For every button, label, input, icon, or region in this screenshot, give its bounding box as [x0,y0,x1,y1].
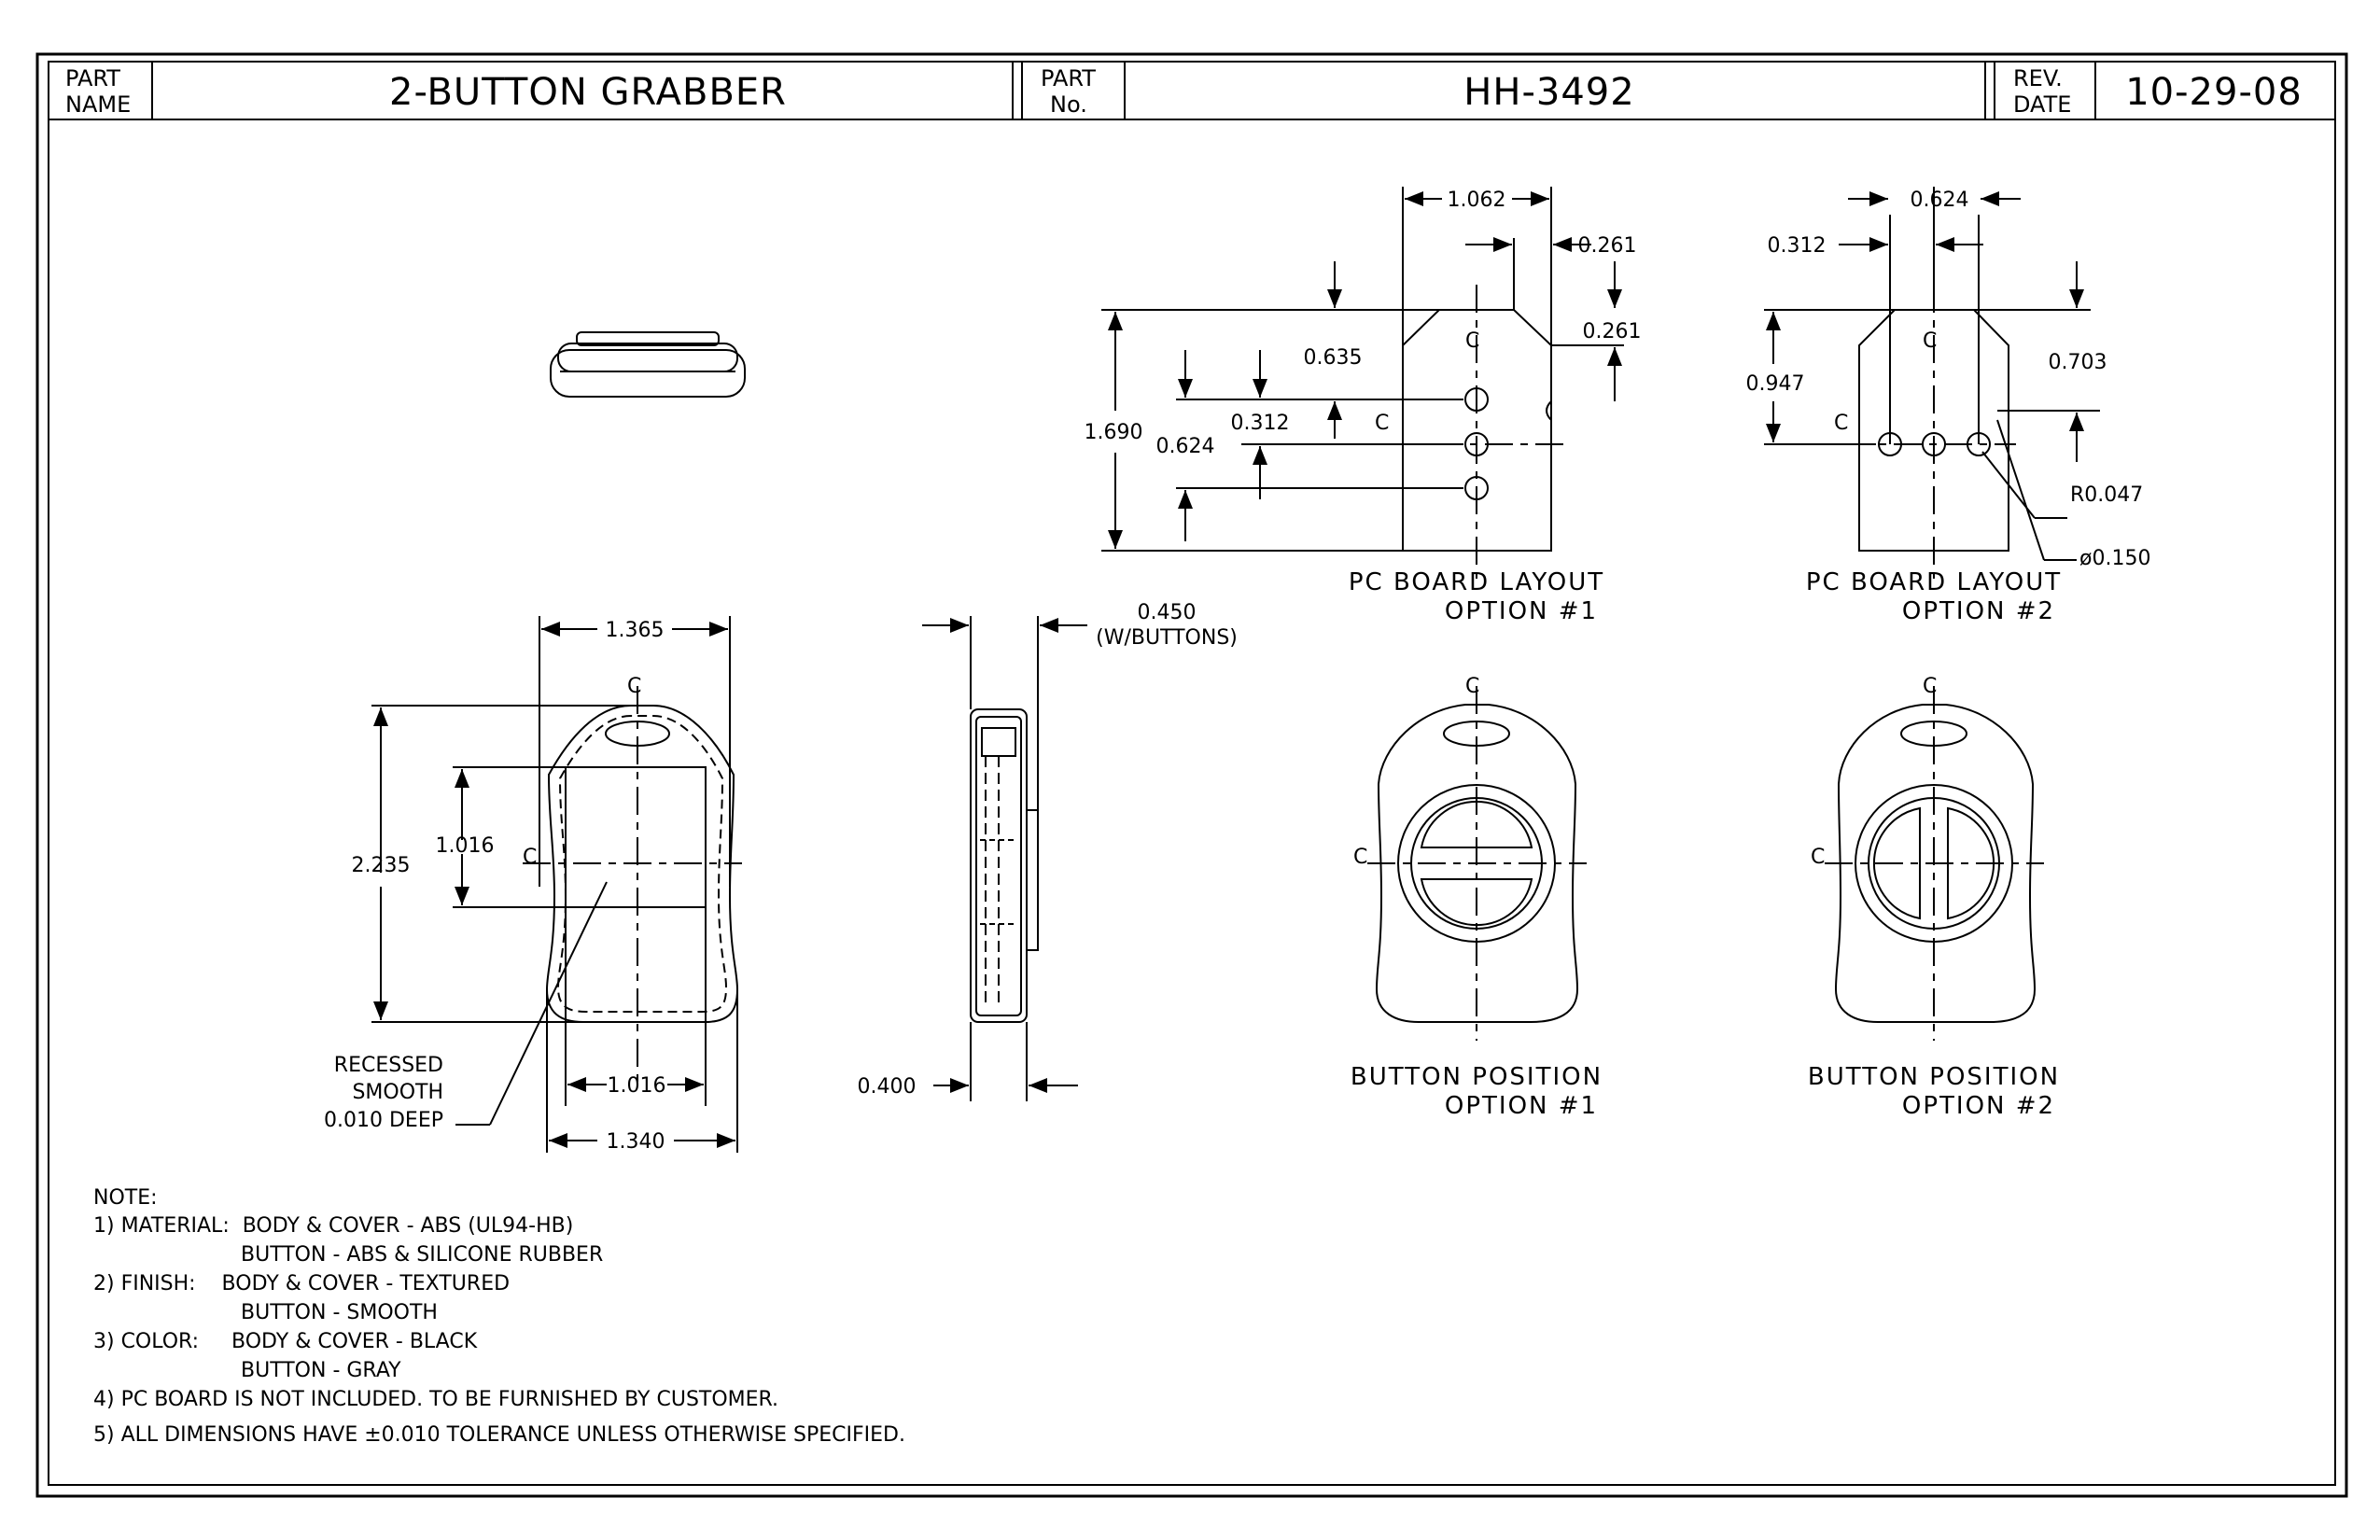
part-no-label-line2: No. [1050,91,1087,118]
pcb1-width: 1.062 [1448,189,1506,212]
front-window-height: 1.016 [436,834,495,858]
pcb2-height-left: 0.947 [1746,372,1805,396]
pcb1-dim-b: 0.312 [1231,412,1290,435]
btn2-centerline-top: C [1923,675,1937,698]
note-line-1b: BUTTON - ABS & SILICONE RUBBER [241,1243,603,1267]
front-width-bottom: 1.340 [607,1130,665,1154]
side-thickness: 0.400 [858,1075,917,1099]
front-height: 2.235 [352,854,411,877]
inner-border [48,61,2336,1486]
pcb2-caption-line2: OPTION #2 [1902,597,2055,625]
pcb2-height-right: 0.703 [2049,351,2107,374]
pcb1-centerline-top: C [1465,329,1479,353]
pcb2-radius: R0.047 [2070,483,2143,507]
part-name-label-line1: PART [65,65,120,91]
pcb2-centerline-left: C [1834,412,1848,435]
front-window-width: 1.016 [608,1074,666,1098]
front-centerline-left: C [523,846,537,869]
part-no-label-line1: PART [1041,65,1096,91]
btn1-caption-line2: OPTION #1 [1445,1092,1598,1120]
btn2-centerline-left: C [1811,846,1825,869]
side-view-dimensions [922,618,1087,1093]
pcb1-notch-width: 0.261 [1578,234,1637,258]
note-line-1: 1) MATERIAL: BODY & COVER - ABS (UL94-HB… [93,1214,573,1238]
pcb1-caption-line2: OPTION #1 [1445,597,1598,625]
rev-date-label-line1: REV. [2013,65,2063,91]
notes-block: NOTE: 1) MATERIAL: BODY & COVER - ABS (U… [93,1186,905,1447]
pcb1-centerline-left: C [1375,412,1389,435]
pcb2-diameter: ø0.150 [2079,547,2150,570]
pcb2-width: 0.624 [1911,189,1969,212]
title-block [49,62,2335,120]
note-line-3: 3) COLOR: BODY & COVER - BLACK [93,1330,478,1353]
front-centerline-top: C [627,675,641,698]
revision-date: 10-29-08 [2125,71,2303,114]
pcb-option2-dimensions [1766,191,2084,462]
pcb1-height: 1.690 [1085,421,1143,444]
btn2-caption-line1: BUTTON POSITION [1808,1063,2060,1091]
rev-date-label-line2: DATE [2013,91,2071,118]
front-view [371,616,742,1153]
pcb-option2 [1764,187,2100,579]
note-line-5: 5) ALL DIMENSIONS HAVE ±0.010 TOLERANCE … [93,1423,905,1447]
pcb-option1-dimensions [1108,191,1622,549]
pcb1-notch-height: 0.261 [1583,320,1642,343]
side-thickness-buttons-note: (W/BUTTONS) [1096,626,1238,650]
btn1-centerline-left: C [1353,846,1367,869]
pcb1-dim-c: 0.624 [1156,435,1215,458]
recess-note-line3: 0.010 DEEP [324,1109,443,1132]
pcb1-caption-line1: PC BOARD LAYOUT [1349,568,1604,596]
outer-border [35,52,2348,1498]
pcb1-dim-a: 0.635 [1304,346,1363,370]
part-number: HH-3492 [1463,71,1634,114]
pcb2-caption-line1: PC BOARD LAYOUT [1806,568,2062,596]
recess-note-line1: RECESSED [334,1054,443,1077]
note-line-2b: BUTTON - SMOOTH [241,1301,438,1324]
pcb-option1 [1101,187,1624,579]
pcb2-offset: 0.312 [1768,234,1827,258]
btn1-centerline-top: C [1465,675,1479,698]
note-line-2: 2) FINISH: BODY & COVER - TEXTURED [93,1272,510,1295]
note-heading: NOTE: [93,1186,158,1210]
front-width-top: 1.365 [606,619,665,642]
recess-note-line2: SMOOTH [352,1081,443,1104]
pcb2-centerline-top: C [1923,329,1937,353]
part-name: 2-BUTTON GRABBER [389,71,787,114]
side-view [970,616,1039,1101]
btn2-caption-line2: OPTION #2 [1902,1092,2055,1120]
button-option2 [1825,686,2044,1041]
top-view [550,331,746,398]
note-line-3b: BUTTON - GRAY [241,1359,401,1382]
side-thickness-buttons: 0.450 [1138,601,1197,624]
note-line-4: 4) PC BOARD IS NOT INCLUDED. TO BE FURNI… [93,1388,778,1411]
part-name-label-line2: NAME [65,91,131,118]
btn1-caption-line1: BUTTON POSITION [1351,1063,1603,1091]
front-view-dimensions [373,622,735,1148]
button-option1 [1367,686,1587,1041]
